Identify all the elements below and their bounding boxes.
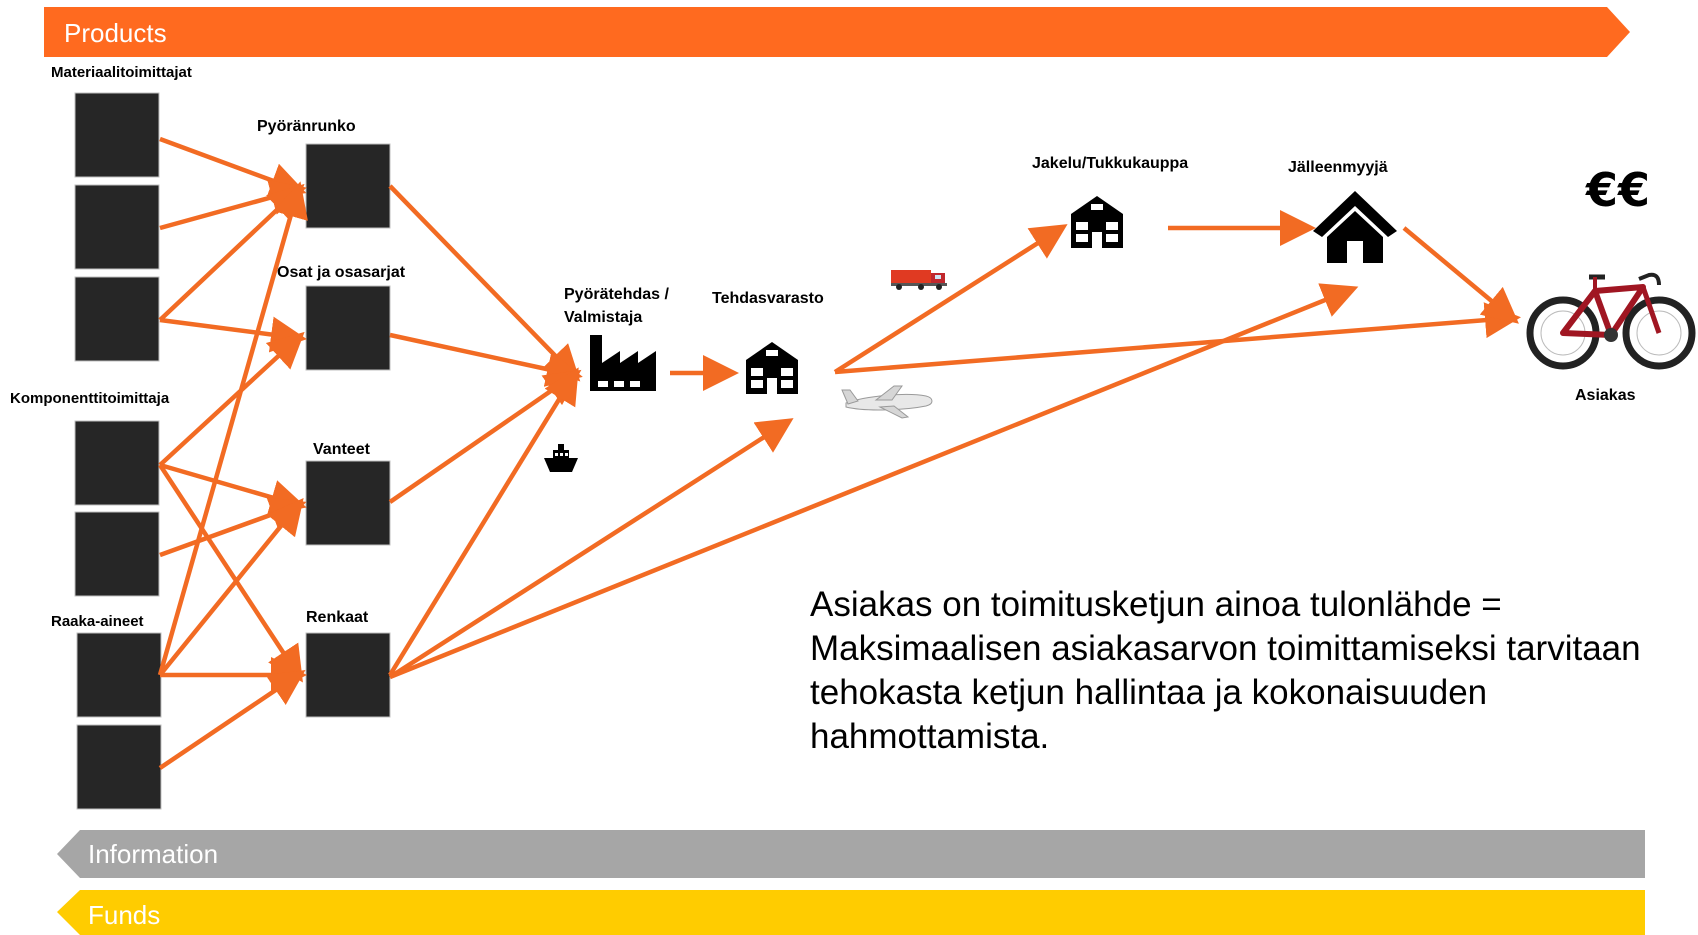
downstream-arrows <box>388 210 1521 680</box>
supplier-to-part-arrows <box>157 136 308 770</box>
tires-box <box>305 632 391 718</box>
manufacturer-label-line1: Pyörätehdas / <box>564 286 669 303</box>
raw-materials-label: Raaka-aineet <box>51 613 144 630</box>
distribution-building-icon <box>1071 196 1123 248</box>
products-band-label: Products <box>64 18 167 48</box>
retail-house-icon <box>1313 191 1397 263</box>
parts-and-sets-label: Osat ja osasarjat <box>277 264 406 281</box>
products-band: Products <box>44 7 1630 57</box>
bicycle-image <box>1526 272 1696 370</box>
funds-band-label: Funds <box>88 900 160 930</box>
part-to-manufacturer-arrows <box>388 184 583 677</box>
frame-label: Pyöränrunko <box>257 118 356 135</box>
material-suppliers-label: Materiaalitoimittajat <box>51 64 192 81</box>
tires-label: Renkaat <box>306 609 369 626</box>
material-supplier-box <box>74 184 160 270</box>
distribution-label: Jakelu/Tukkukauppa <box>1032 155 1188 172</box>
manufacturer-label-line2: Valmistaja <box>564 309 642 326</box>
factory-warehouse-label: Tehdasvarasto <box>712 290 824 307</box>
component-supplier-box <box>74 420 160 506</box>
raw-material-box <box>76 724 162 810</box>
factory-icon <box>590 335 656 391</box>
retailer-label: Jälleenmyyjä <box>1288 159 1388 176</box>
euro-symbol: €€ <box>1585 163 1650 217</box>
frame-box <box>305 143 391 229</box>
material-supplier-box <box>74 276 160 362</box>
airplane-image <box>841 385 933 419</box>
component-supplier-label: Komponenttitoimittaja <box>10 390 170 407</box>
rims-box <box>305 460 391 546</box>
funds-band: Funds <box>57 890 1645 935</box>
component-supplier-box <box>74 511 160 597</box>
ship-icon <box>544 444 578 472</box>
material-supplier-box <box>74 92 160 178</box>
key-message-line: Maksimaalisen asiakasarvon toimittamisek… <box>810 629 1641 668</box>
information-band: Information <box>57 830 1645 878</box>
rims-label: Vanteet <box>313 441 371 458</box>
warehouse-icon <box>746 342 798 394</box>
parts-and-sets-box <box>305 285 391 371</box>
customer-label: Asiakas <box>1575 387 1636 404</box>
truck-image <box>891 270 947 290</box>
key-message-line: tehokasta ketjun hallintaa ja kokonaisuu… <box>810 673 1488 712</box>
key-message-line: hahmottamista. <box>810 717 1050 756</box>
key-message: Asiakas on toimitusketjun ainoa tulonläh… <box>810 583 1690 759</box>
key-message-line: Asiakas on toimitusketjun ainoa tulonläh… <box>810 585 1502 624</box>
raw-material-box <box>76 632 162 718</box>
information-band-label: Information <box>88 839 218 869</box>
